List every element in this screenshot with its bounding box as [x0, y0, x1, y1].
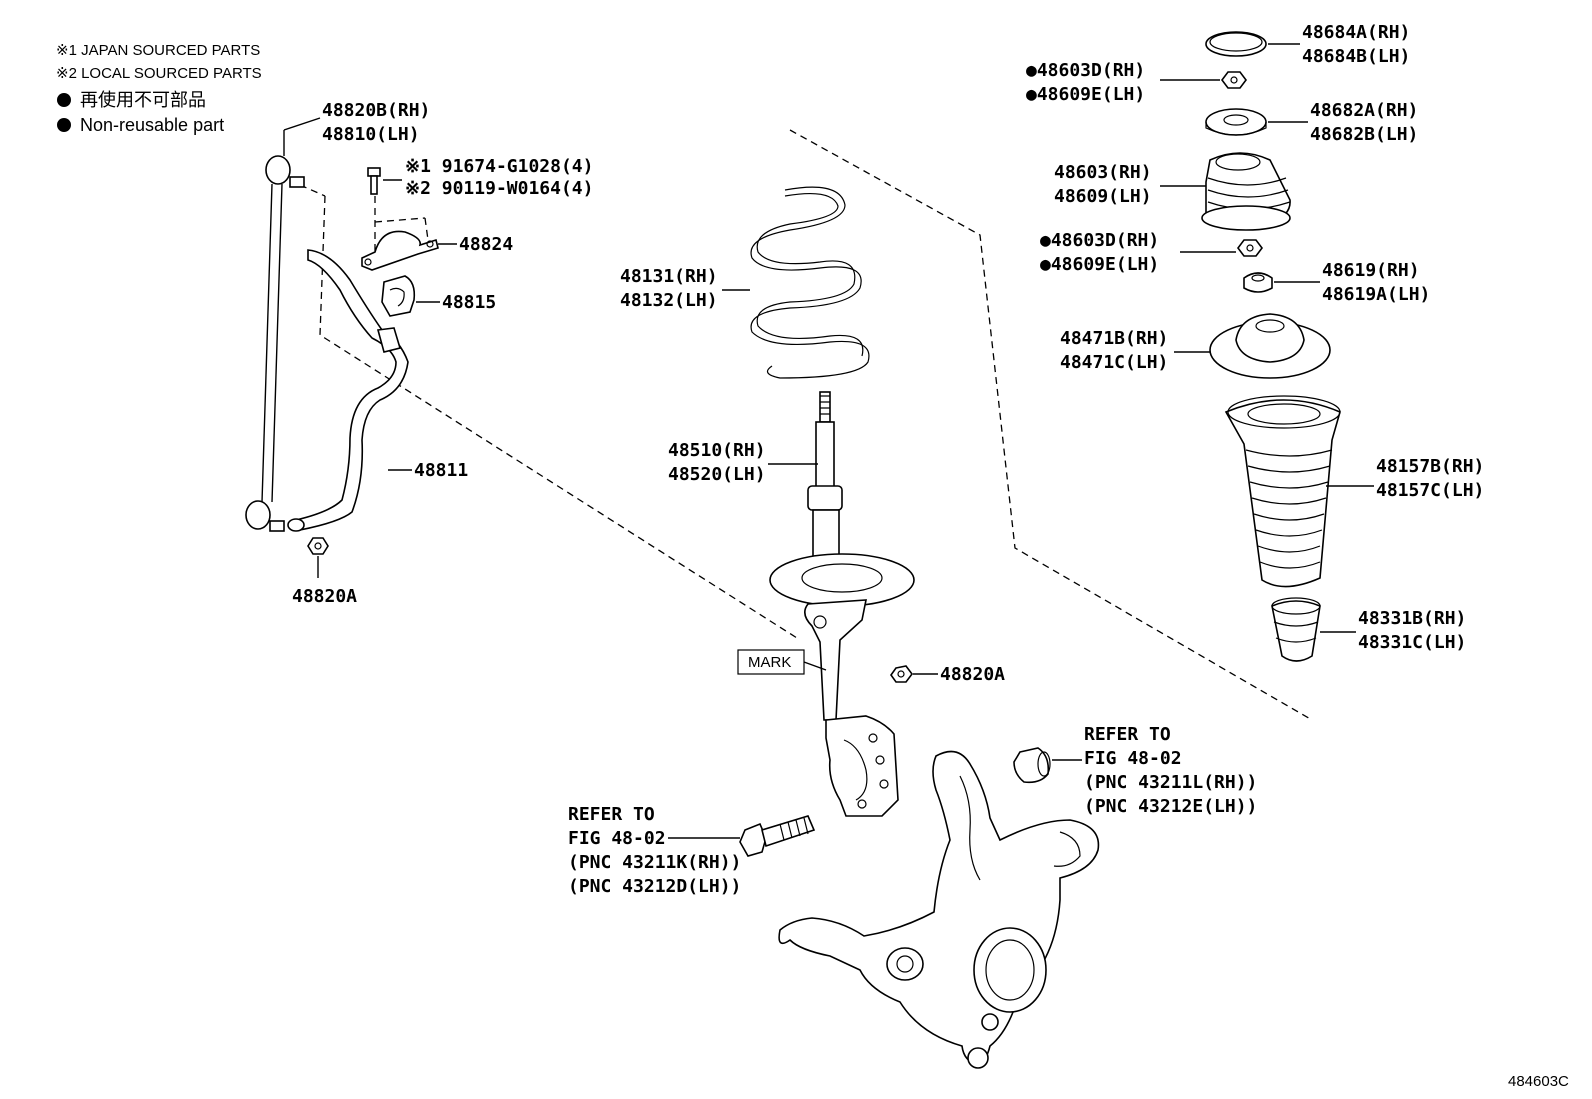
label-refer-left-2: FIG 48-02: [568, 828, 666, 849]
bullet-icon: [57, 93, 71, 107]
label-refer-right-3: (PNC 43211L(RH)): [1084, 772, 1257, 793]
label-48810: 48810(LH): [322, 124, 420, 145]
label-48157b: 48157B(RH): [1376, 456, 1484, 477]
coil-spring-48131: [750, 186, 870, 379]
label-48619a: 48619A(LH): [1322, 284, 1430, 305]
label-refer-right-4: (PNC 43212E(LH)): [1084, 796, 1257, 817]
diagram-code: 484603C: [1508, 1073, 1569, 1090]
label-mark: MARK: [748, 654, 791, 671]
dashed-guide-right: [789, 129, 1313, 721]
cap-48684a: [1205, 31, 1267, 57]
legend-local: ※2 LOCAL SOURCED PARTS: [56, 65, 262, 82]
label-refer-right-2: FIG 48-02: [1084, 748, 1182, 769]
label-48131: 48131(RH): [620, 266, 718, 287]
nut-48603d-top: [1221, 71, 1247, 89]
label-48824: 48824: [459, 234, 513, 255]
bullet-icon: [57, 118, 71, 132]
label-refer-left-4: (PNC 43212D(LH)): [568, 876, 741, 897]
bolt-91674: [367, 167, 381, 195]
insulator-48619: [1243, 272, 1273, 293]
label-refer-left-3: (PNC 43211K(RH)): [568, 852, 741, 873]
dashed-guide: [424, 217, 429, 241]
label-48331b: 48331B(RH): [1358, 608, 1466, 629]
label-48157c: 48157C(LH): [1376, 480, 1484, 501]
dust-boot-48157b: [1224, 395, 1341, 588]
label-48510: 48510(RH): [668, 440, 766, 461]
label-48820a-left: 48820A: [292, 586, 357, 607]
bolt-refer-left: [739, 815, 816, 857]
label-48811: 48811: [414, 460, 468, 481]
nut-refer-right: [1013, 747, 1051, 784]
nut-48820a-mid: [890, 665, 913, 683]
stabilizer-link: [245, 155, 305, 532]
label-48609e-2: ●48609E(LH): [1040, 254, 1159, 275]
label-48471b: 48471B(RH): [1060, 328, 1168, 349]
nut-48820a-left: [307, 537, 329, 555]
label-48684b: 48684B(LH): [1302, 46, 1410, 67]
bracket-48824: [361, 230, 439, 271]
label-48619: 48619(RH): [1322, 260, 1420, 281]
strut-mount-48603: [1201, 152, 1291, 231]
label-48682b: 48682B(LH): [1310, 124, 1418, 145]
label-48132: 48132(LH): [620, 290, 718, 311]
label-48682a: 48682A(RH): [1310, 100, 1418, 121]
label-refer-left-1: REFER TO: [568, 804, 655, 825]
label-48603: 48603(RH): [1054, 162, 1152, 183]
legend-nonreusable-jp: 再使用不可部品: [80, 90, 206, 110]
label-refer-right-1: REFER TO: [1084, 724, 1171, 745]
label-48684a: 48684A(RH): [1302, 22, 1410, 43]
label-48603d-2: ●48603D(RH): [1040, 230, 1159, 251]
legend: ※1 JAPAN SOURCED PARTS ※2 LOCAL SOURCED …: [56, 42, 262, 135]
shock-absorber-48510: [769, 391, 915, 817]
label-48331c: 48331C(LH): [1358, 632, 1466, 653]
label-48609e-1: ●48609E(LH): [1026, 84, 1145, 105]
washer-48682a: [1205, 108, 1267, 136]
label-48520: 48520(LH): [668, 464, 766, 485]
label-48603d-1: ●48603D(RH): [1026, 60, 1145, 81]
spring-seat-48471b: [1209, 313, 1331, 379]
stabilizer-bar-48811: [287, 249, 409, 532]
dashed-guide: [374, 217, 426, 223]
leader-line: [803, 661, 827, 671]
label-48820b: 48820B(RH): [322, 100, 430, 121]
bushing-48815: [381, 275, 416, 317]
label-48471c: 48471C(LH): [1060, 352, 1168, 373]
label-91674: ※1 91674-G1028(4): [405, 156, 593, 177]
legend-japan: ※1 JAPAN SOURCED PARTS: [56, 42, 260, 59]
bump-stop-48331b: [1271, 597, 1321, 662]
nut-48603d-mid: [1237, 239, 1263, 257]
leader-line: [283, 117, 321, 131]
legend-nonreusable-en: Non-reusable part: [80, 115, 224, 135]
label-48815: 48815: [442, 292, 496, 313]
label-90119: ※2 90119-W0164(4): [405, 178, 593, 199]
steering-knuckle: [778, 750, 1100, 1069]
label-48820a-mid: 48820A: [940, 664, 1005, 685]
label-48609: 48609(LH): [1054, 186, 1152, 207]
